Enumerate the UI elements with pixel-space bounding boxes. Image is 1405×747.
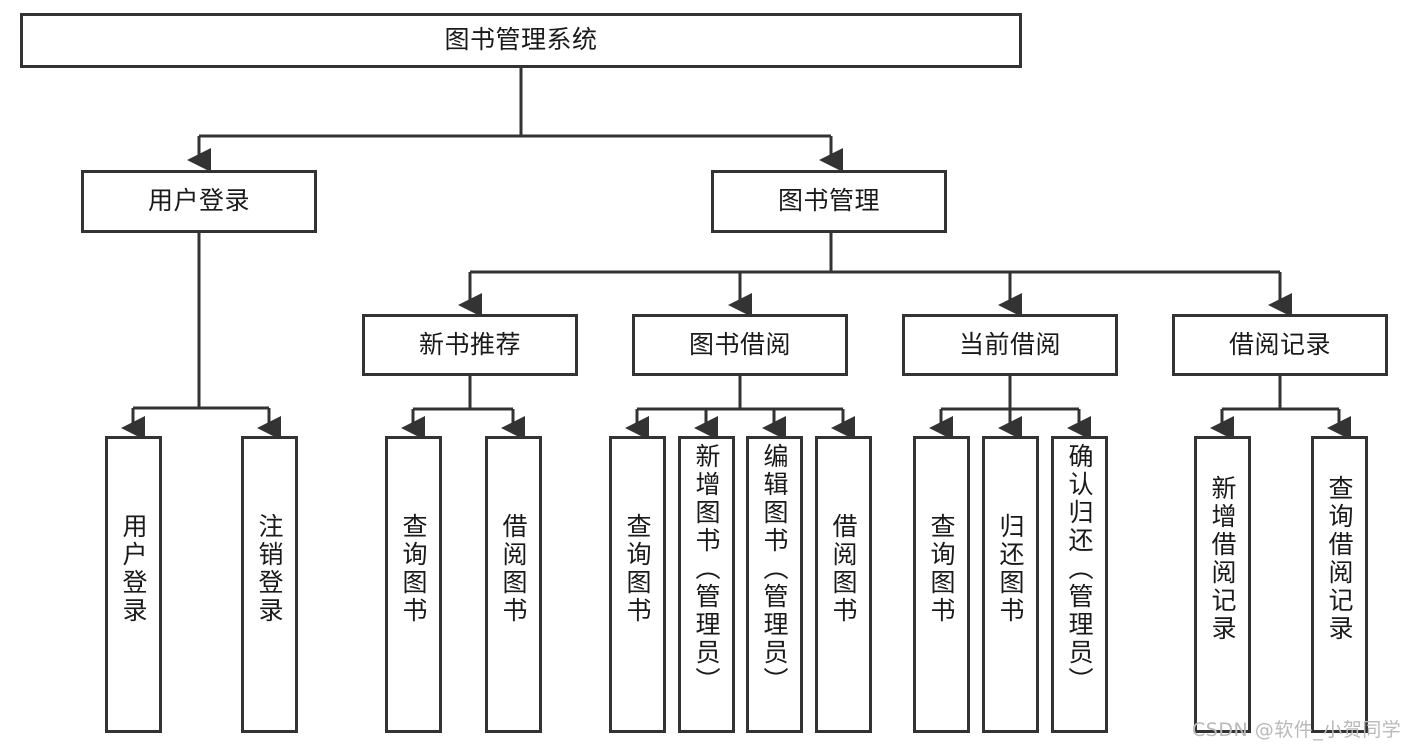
leaf-edit-book[interactable]: 编辑图书（管理员）	[746, 436, 803, 733]
leaf-add-book-label: 新增图书（管理员）	[692, 443, 721, 695]
leaf-add-book[interactable]: 新增图书（管理员）	[678, 436, 735, 733]
leaf-confirm-return[interactable]: 确认归还（管理员）	[1051, 436, 1108, 733]
node-borrow-record[interactable]: 借阅记录	[1172, 314, 1388, 376]
csdn-watermark: CSDN @软件_小贺同学	[1192, 715, 1401, 742]
leaf-query-book-2[interactable]: 查询图书	[609, 436, 666, 733]
node-book-borrow-label: 图书借阅	[688, 329, 791, 359]
node-new-book-recommend[interactable]: 新书推荐	[362, 314, 578, 376]
leaf-add-record[interactable]: 新增借阅记录	[1194, 436, 1251, 733]
leaf-return-book-label: 归还图书	[996, 513, 1025, 625]
leaf-query-record[interactable]: 查询借阅记录	[1311, 436, 1368, 733]
leaf-confirm-return-label: 确认归还（管理员）	[1065, 443, 1094, 695]
node-root-label: 图书管理系统	[444, 25, 598, 55]
node-book-manage[interactable]: 图书管理	[711, 170, 947, 233]
leaf-return-book[interactable]: 归还图书	[982, 436, 1039, 733]
node-book-borrow[interactable]: 图书借阅	[632, 314, 848, 376]
leaf-borrow-book-2-label: 借阅图书	[829, 513, 858, 625]
leaf-query-book-3-label: 查询图书	[927, 513, 956, 625]
leaf-query-book-1-label: 查询图书	[399, 513, 428, 625]
leaf-borrow-book-1[interactable]: 借阅图书	[485, 436, 542, 733]
leaf-borrow-book-1-label: 借阅图书	[499, 513, 528, 625]
node-root[interactable]: 图书管理系统	[20, 13, 1022, 68]
leaf-query-record-label: 查询借阅记录	[1325, 475, 1354, 643]
leaf-query-book-1[interactable]: 查询图书	[385, 436, 442, 733]
node-new-book-recommend-label: 新书推荐	[418, 329, 521, 359]
leaf-logout-login[interactable]: 注销登录	[241, 436, 298, 733]
leaf-query-book-3[interactable]: 查询图书	[913, 436, 970, 733]
leaf-logout-login-label: 注销登录	[255, 513, 284, 625]
leaf-user-login-label: 用户登录	[119, 513, 148, 625]
node-current-borrow-label: 当前借阅	[958, 329, 1061, 359]
leaf-add-record-label: 新增借阅记录	[1208, 475, 1237, 643]
leaf-edit-book-label: 编辑图书（管理员）	[760, 443, 789, 695]
node-user-login[interactable]: 用户登录	[81, 170, 317, 233]
node-borrow-record-label: 借阅记录	[1228, 329, 1331, 359]
leaf-user-login[interactable]: 用户登录	[105, 436, 162, 733]
leaf-query-book-2-label: 查询图书	[623, 513, 652, 625]
node-book-manage-label: 图书管理	[777, 186, 880, 216]
csdn-watermark-text: CSDN @软件_小贺同学	[1192, 719, 1402, 741]
node-current-borrow[interactable]: 当前借阅	[902, 314, 1118, 376]
node-user-login-label: 用户登录	[147, 186, 250, 216]
leaf-borrow-book-2[interactable]: 借阅图书	[815, 436, 872, 733]
